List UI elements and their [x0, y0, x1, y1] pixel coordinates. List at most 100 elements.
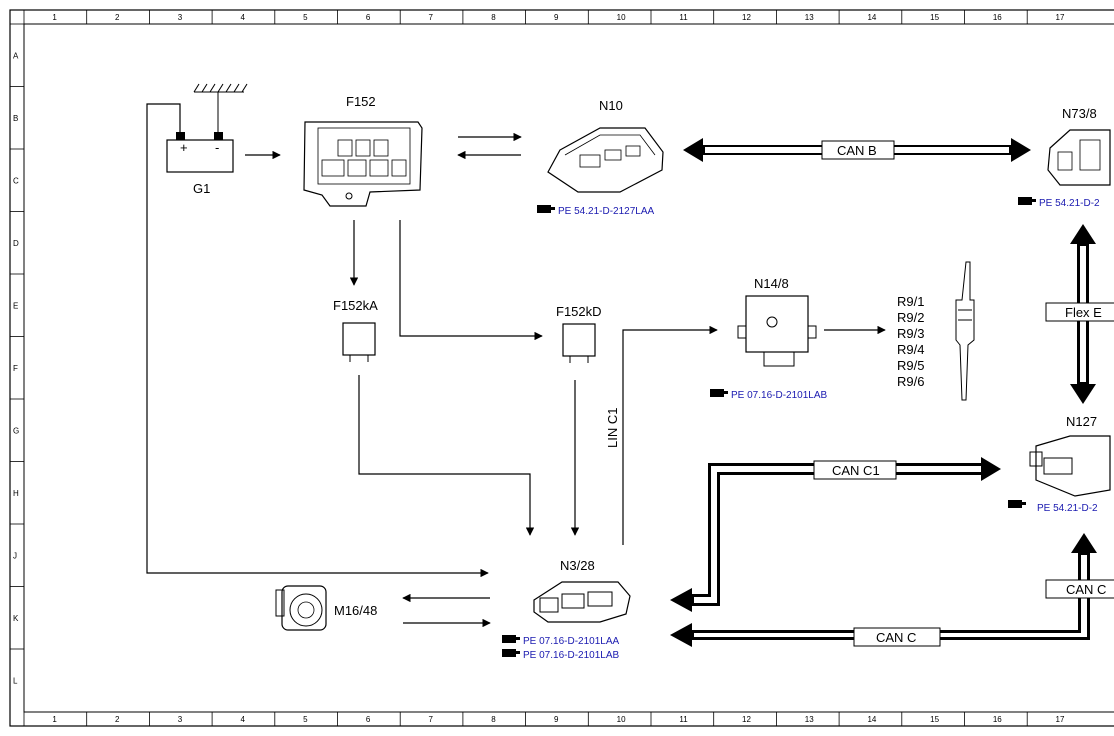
column-label: 16	[993, 13, 1002, 22]
module-n73-8: N73/8 PE 54.21-D-2	[1018, 106, 1111, 209]
row-label: E	[13, 301, 18, 310]
bus-flex-e: Flex E	[1045, 224, 1114, 404]
glow-plug-list: R9/1R9/2R9/3R9/4R9/5R9/6	[897, 294, 924, 389]
module-n127: N127 PE 54.21-D-2	[1008, 414, 1111, 514]
lin-c1-label: LIN C1	[605, 408, 620, 448]
can-b-label: CAN B	[837, 143, 877, 158]
module-n3-28: N3/28 PE 07.16-D-2101LAA PE 07.16-D-2101…	[502, 558, 631, 661]
row-label: C	[13, 176, 19, 185]
column-label: 2	[115, 715, 120, 724]
column-label: 17	[1056, 13, 1065, 22]
n14-ref: PE 07.16-D-2101LAB	[731, 390, 828, 401]
column-label: 3	[178, 13, 183, 22]
glow-plug-label: R9/6	[897, 374, 924, 389]
n10-label: N10	[599, 98, 623, 113]
battery-g1: + - G1	[146, 83, 489, 578]
f152kd-label: F152kD	[556, 304, 602, 319]
pointing-hand-icon	[537, 205, 555, 213]
relay-f152kd: F152kD	[556, 304, 602, 363]
m16-48-label: M16/48	[334, 603, 377, 618]
can-c1-label: CAN C1	[832, 463, 880, 478]
column-label: 3	[178, 715, 183, 724]
glow-plug-label: R9/4	[897, 342, 924, 357]
column-label: 14	[867, 715, 876, 724]
pointing-hand-icon	[1008, 500, 1026, 508]
column-label: 2	[115, 13, 120, 22]
column-label: 5	[303, 715, 308, 724]
flex-e-label: Flex E	[1065, 305, 1102, 320]
column-label: 13	[805, 13, 814, 22]
bus-can-c: CAN C CAN C	[670, 533, 1114, 647]
column-label: 17	[1056, 715, 1065, 724]
n14-8-label: N14/8	[754, 276, 789, 291]
row-label: L	[13, 676, 18, 685]
row-label: J	[13, 551, 17, 560]
f152-label: F152	[346, 94, 376, 109]
row-label: F	[13, 364, 18, 373]
column-label: 10	[617, 715, 626, 724]
n3-ref-1: PE 07.16-D-2101LAA	[523, 636, 620, 647]
glow-plug-icon	[955, 261, 975, 401]
pointing-hand-icon	[502, 649, 520, 657]
bus-can-c1: CAN C1	[670, 457, 1001, 612]
battery-plus: +	[180, 140, 188, 155]
f152ka-label: F152kA	[333, 298, 378, 313]
column-label: 14	[867, 13, 876, 22]
glow-plug-label: R9/2	[897, 310, 924, 325]
pointing-hand-icon	[710, 389, 728, 397]
column-label: 5	[303, 13, 308, 22]
column-label: 8	[491, 715, 496, 724]
row-label: B	[13, 114, 18, 123]
fuse-box-f152: F152	[303, 94, 423, 207]
column-label: 4	[240, 13, 245, 22]
column-label: 10	[617, 13, 626, 22]
column-label: 12	[742, 13, 751, 22]
module-n14-8: N14/8 PE 07.16-D-2101LAB	[710, 276, 828, 401]
n3-28-label: N3/28	[560, 558, 595, 573]
n10-ref: PE 54.21-D-2127LAA	[558, 206, 655, 217]
relay-f152ka: F152kA	[333, 298, 378, 362]
column-label: 7	[429, 13, 434, 22]
glow-plug-label: R9/3	[897, 326, 924, 341]
pointing-hand-icon	[1018, 197, 1036, 205]
column-label: 15	[930, 13, 939, 22]
column-label: 4	[240, 715, 245, 724]
n127-ref: PE 54.21-D-2	[1037, 503, 1098, 514]
can-c-partial-label: CAN C	[1066, 582, 1106, 597]
throttle-actuator-m16-48: M16/48	[275, 585, 377, 631]
row-label: H	[13, 489, 19, 498]
n127-label: N127	[1066, 414, 1097, 429]
column-label: 1	[52, 715, 57, 724]
row-label: A	[13, 51, 19, 60]
column-label: 7	[429, 715, 434, 724]
row-label: D	[13, 239, 19, 248]
n3-ref-2: PE 07.16-D-2101LAB	[523, 650, 620, 661]
column-label: 1	[52, 13, 57, 22]
column-label: 11	[679, 715, 688, 724]
module-n10: N10 PE 54.21-D-2127LAA	[537, 98, 664, 217]
n73-ref: PE 54.21-D-2	[1039, 198, 1100, 209]
ground-icon	[193, 83, 248, 93]
battery-minus: -	[215, 140, 219, 155]
column-label: 9	[554, 13, 559, 22]
column-label: 15	[930, 715, 939, 724]
glow-plug-label: R9/1	[897, 294, 924, 309]
column-label: 8	[491, 13, 496, 22]
column-label: 13	[805, 715, 814, 724]
pointing-hand-icon	[502, 635, 520, 643]
glow-plug-label: R9/5	[897, 358, 924, 373]
column-label: 6	[366, 13, 371, 22]
column-label: 11	[679, 13, 688, 22]
bus-can-b: CAN B	[683, 138, 1031, 162]
can-c-label: CAN C	[876, 630, 916, 645]
column-label: 16	[993, 715, 1002, 724]
column-label: 9	[554, 715, 559, 724]
g1-label: G1	[193, 181, 210, 196]
row-label: K	[13, 614, 19, 623]
column-label: 6	[366, 715, 371, 724]
